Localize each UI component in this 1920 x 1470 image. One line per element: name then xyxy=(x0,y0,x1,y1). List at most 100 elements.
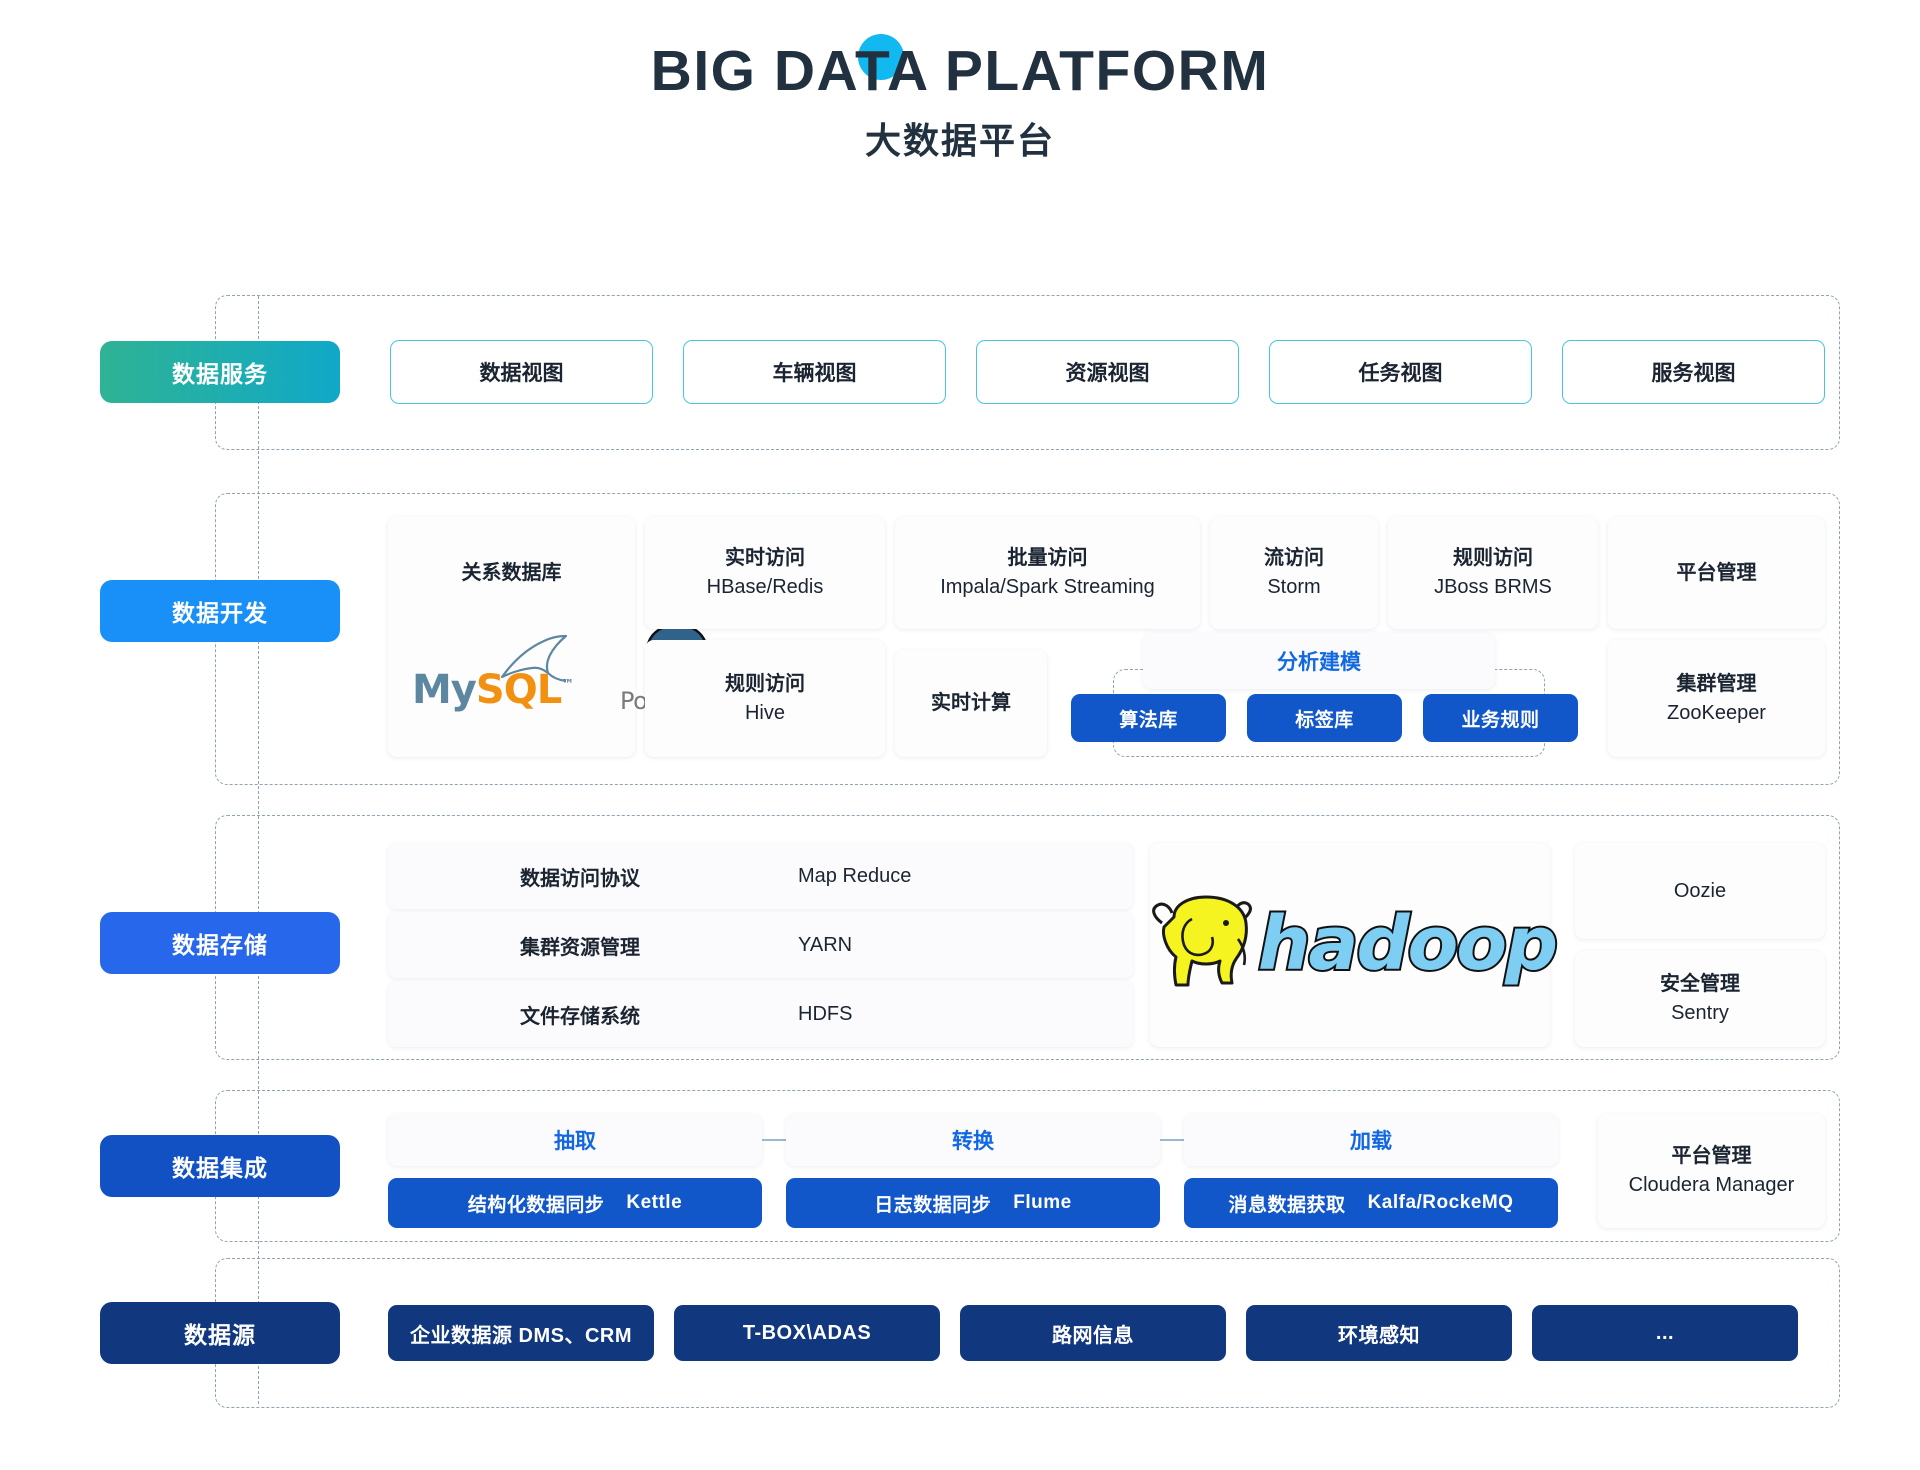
row-label-data-source[interactable]: 数据源 xyxy=(100,1302,340,1364)
card-platform-management[interactable]: 平台管理 xyxy=(1608,517,1825,629)
view-box-label: 数据视图 xyxy=(479,362,564,385)
button-label: ... xyxy=(1655,1321,1675,1344)
card-title: 规则访问 xyxy=(1453,547,1533,569)
mysql-logo: MySQL™ xyxy=(412,634,580,719)
hadoop-wordmark: hadoop xyxy=(1256,899,1560,989)
card-subtitle: HBase/Redis xyxy=(706,576,824,598)
view-box-label: 服务视图 xyxy=(1651,362,1736,385)
card-cloudera-manager[interactable]: 平台管理 Cloudera Manager xyxy=(1598,1114,1825,1228)
card-rule-access-hive[interactable]: 规则访问 Hive xyxy=(645,640,885,757)
card-title: 平台管理 xyxy=(1676,561,1757,584)
source-button-road-network[interactable]: 路网信息 xyxy=(960,1305,1226,1361)
integration-button-structured-sync[interactable]: 结构化数据同步 Kettle xyxy=(388,1178,762,1228)
row-label-data-service[interactable]: 数据服务 xyxy=(100,341,340,403)
card-title: 安全管理 xyxy=(1660,973,1740,995)
card-title: 平台管理 xyxy=(1671,1145,1752,1167)
stage-header-text: 转换 xyxy=(952,1130,994,1153)
card-realtime-access[interactable]: 实时访问 HBase/Redis xyxy=(645,517,885,629)
button-label: 企业数据源 DMS、CRM xyxy=(409,1324,633,1347)
row-label-data-development[interactable]: 数据开发 xyxy=(100,580,340,642)
card-title: 批量访问 xyxy=(1007,547,1088,569)
row-label-text: 数据源 xyxy=(184,1322,256,1348)
stage-header-text: 抽取 xyxy=(554,1130,596,1153)
card-title: 实时访问 xyxy=(725,547,805,569)
page-title-text: BIG DATA PLATFORM xyxy=(650,39,1270,103)
button-label: 路网信息 xyxy=(1052,1324,1134,1347)
page-subtitle: 大数据平台 xyxy=(864,119,1055,161)
spine-dashed-line xyxy=(258,296,259,1404)
row-label-text: 数据开发 xyxy=(172,600,268,626)
modeling-button-business-rules[interactable]: 业务规则 xyxy=(1423,694,1578,742)
row-label-data-integration[interactable]: 数据集成 xyxy=(100,1135,340,1197)
button-label-cn: 消息数据获取 xyxy=(1228,1194,1346,1216)
storage-row-key: 数据访问协议 xyxy=(520,867,640,890)
row-label-text: 数据集成 xyxy=(172,1155,268,1181)
row-label-data-storage[interactable]: 数据存储 xyxy=(100,912,340,974)
modeling-button-algorithm-library[interactable]: 算法库 xyxy=(1071,694,1226,742)
view-box-data[interactable]: 数据视图 xyxy=(390,340,653,404)
card-realtime-compute[interactable]: 实时计算 xyxy=(895,650,1047,757)
page-title: BIG DATA PLATFORM xyxy=(650,34,1270,103)
card-relational-database[interactable]: 关系数据库 MySQL™ xyxy=(388,517,753,757)
card-hadoop[interactable]: hadoop xyxy=(1150,843,1560,1047)
card-oozie[interactable]: Oozie xyxy=(1575,843,1825,939)
hadoop-elephant-icon xyxy=(1152,895,1252,987)
mysql-trademark: ™ xyxy=(561,677,574,693)
button-label: 算法库 xyxy=(1119,709,1178,731)
card-subtitle: Storm xyxy=(1267,576,1321,598)
source-button-enterprise[interactable]: 企业数据源 DMS、CRM xyxy=(388,1305,654,1361)
button-label: 环境感知 xyxy=(1338,1324,1420,1347)
integration-button-message-fetch[interactable]: 消息数据获取 Kalfa/RockeMQ xyxy=(1184,1178,1558,1228)
view-box-label: 资源视图 xyxy=(1065,362,1150,385)
card-subtitle: ZooKeeper xyxy=(1667,701,1766,724)
stage-header-extract[interactable]: 抽取 xyxy=(388,1114,762,1166)
source-button-environment[interactable]: 环境感知 xyxy=(1246,1305,1512,1361)
view-box-vehicle[interactable]: 车辆视图 xyxy=(683,340,946,404)
modeling-title-pill[interactable]: 分析建模 xyxy=(1143,633,1495,689)
card-rule-access-brms[interactable]: 规则访问 JBoss BRMS xyxy=(1388,517,1598,629)
card-cluster-management[interactable]: 集群管理 ZooKeeper xyxy=(1608,640,1825,757)
view-box-service[interactable]: 服务视图 xyxy=(1562,340,1825,404)
storage-row-file-system[interactable]: 文件存储系统 HDFS xyxy=(388,981,1133,1047)
view-box-resource[interactable]: 资源视图 xyxy=(976,340,1239,404)
storage-row-key: 文件存储系统 xyxy=(520,1005,640,1028)
source-button-more[interactable]: ... xyxy=(1532,1305,1798,1361)
storage-row-value: HDFS xyxy=(798,1002,853,1025)
card-subtitle: Hive xyxy=(744,701,785,724)
button-label: T-BOX\ADAS xyxy=(742,1321,872,1344)
logo-dot-icon xyxy=(857,34,904,80)
modeling-title-text: 分析建模 xyxy=(1277,651,1361,674)
button-label: 业务规则 xyxy=(1461,709,1540,731)
card-subtitle: Sentry xyxy=(1671,1002,1729,1024)
storage-row-key: 集群资源管理 xyxy=(520,936,640,959)
card-security-sentry[interactable]: 安全管理 Sentry xyxy=(1575,951,1825,1047)
view-box-task[interactable]: 任务视图 xyxy=(1269,340,1532,404)
stage-header-load[interactable]: 加载 xyxy=(1184,1114,1558,1166)
modeling-button-tag-library[interactable]: 标签库 xyxy=(1247,694,1402,742)
storage-row-resource-manager[interactable]: 集群资源管理 YARN xyxy=(388,912,1133,978)
card-batch-access[interactable]: 批量访问 Impala/Spark Streaming xyxy=(895,517,1200,629)
view-box-label: 任务视图 xyxy=(1358,362,1443,385)
card-title: 关系数据库 xyxy=(461,562,562,584)
button-label: 标签库 xyxy=(1295,709,1354,731)
button-label-en: Kettle xyxy=(626,1192,683,1213)
source-button-tbox-adas[interactable]: T-BOX\ADAS xyxy=(674,1305,940,1361)
stage-connector-1 xyxy=(762,1139,796,1141)
stage-header-transform[interactable]: 转换 xyxy=(786,1114,1160,1166)
button-label-cn: 日志数据同步 xyxy=(874,1194,992,1216)
mysql-text-my: My xyxy=(412,667,477,713)
dolphin-icon xyxy=(500,634,568,683)
card-title: 流访问 xyxy=(1264,547,1324,569)
storage-row-value: Map Reduce xyxy=(798,864,912,887)
card-title: 集群管理 xyxy=(1676,672,1757,695)
mysql-wordmark: MySQL™ xyxy=(412,661,574,719)
row-label-text: 数据存储 xyxy=(172,932,268,958)
integration-button-log-sync[interactable]: 日志数据同步 Flume xyxy=(786,1178,1160,1228)
card-stream-access[interactable]: 流访问 Storm xyxy=(1210,517,1378,629)
row-label-text: 数据服务 xyxy=(172,361,268,387)
hadoop-logo: hadoop xyxy=(1144,891,1560,998)
card-subtitle: Oozie xyxy=(1673,879,1727,902)
card-subtitle: Cloudera Manager xyxy=(1628,1174,1795,1196)
storage-row-access-protocol[interactable]: 数据访问协议 Map Reduce xyxy=(388,843,1133,909)
button-label-cn: 结构化数据同步 xyxy=(467,1194,605,1216)
